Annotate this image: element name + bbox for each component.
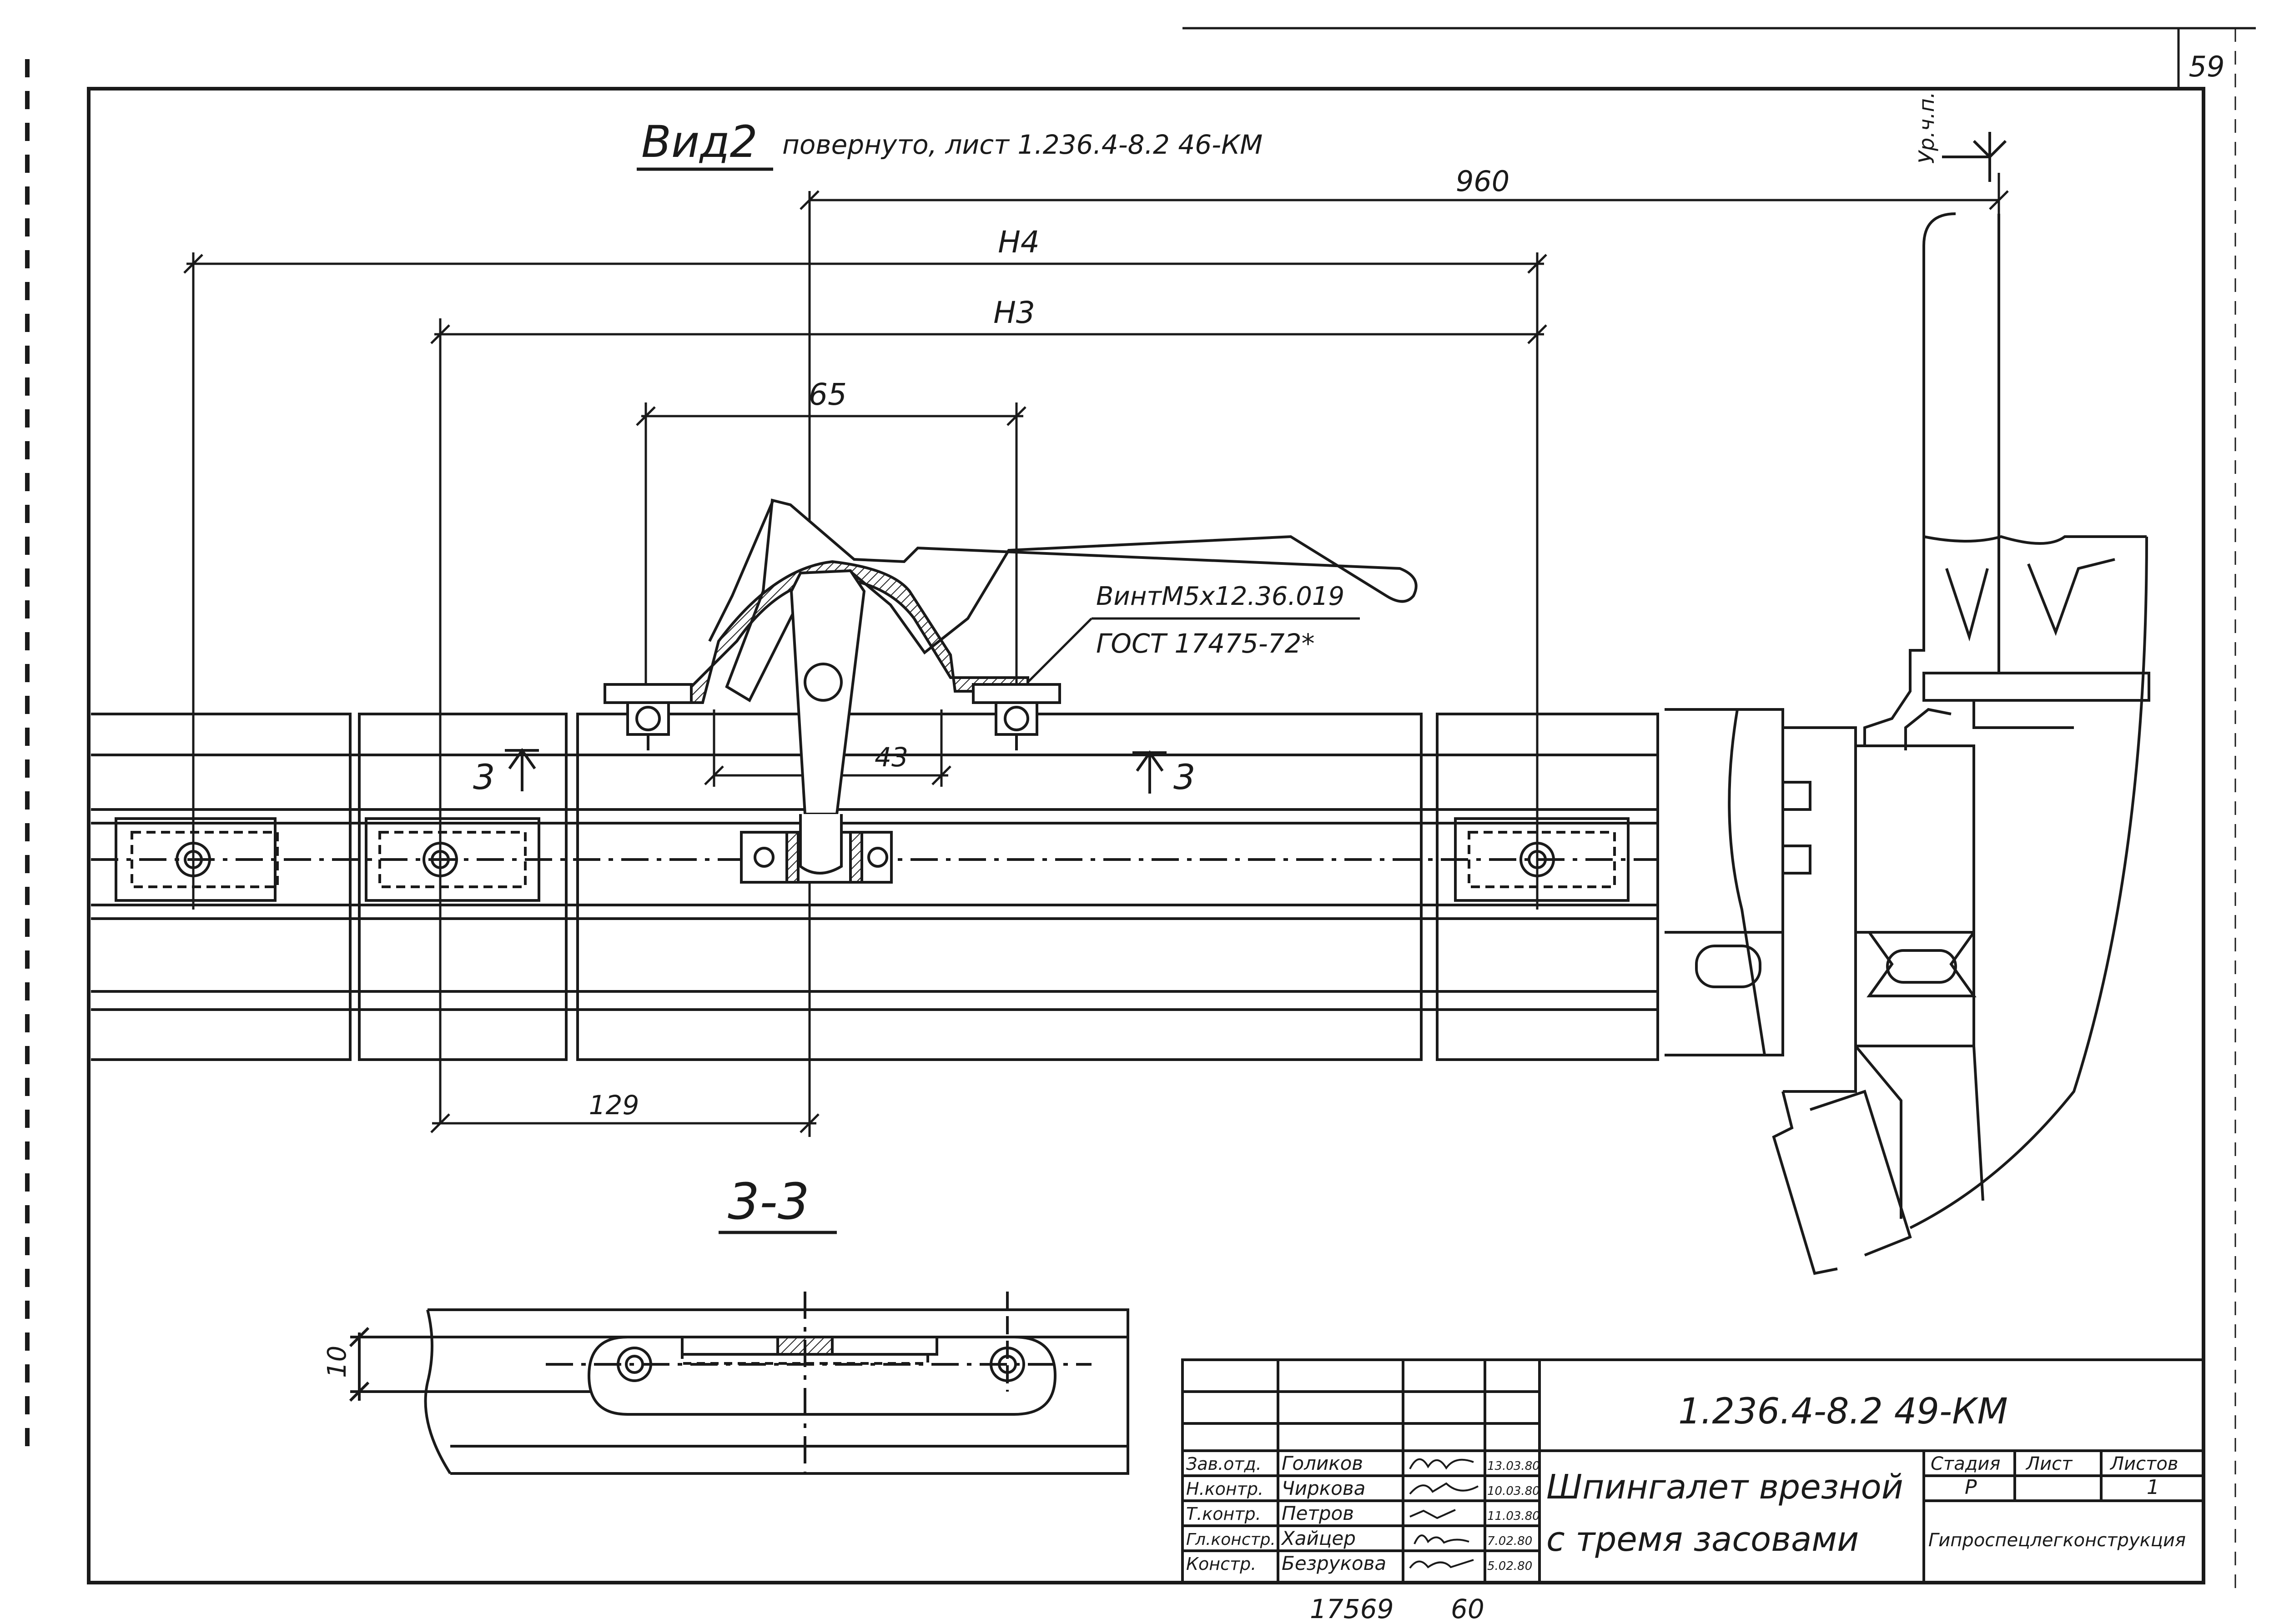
dim-h4: Н4 (998, 225, 1040, 260)
signature-rows: Зав.отд. Голиков 13.03.80 Н.контр. Чирко… (1186, 1452, 1540, 1574)
signatures (1409, 1458, 1479, 1569)
screw-left (604, 683, 693, 750)
row-role: Зав.отд. (1186, 1454, 1262, 1474)
dim-h3: Н3 (993, 295, 1035, 330)
sheets-value: 1 (2147, 1476, 2159, 1499)
level-mark-label: Ур.ч.п. (1914, 92, 1939, 164)
bolt-slot-left (115, 817, 279, 902)
row-name: Чиркова (1282, 1477, 1365, 1499)
organization-name: Гипроспецлегконструкция (1928, 1530, 2186, 1551)
title-block (1181, 1358, 2205, 1584)
inventory-number: 17569 (1310, 1594, 1394, 1624)
callout-line1: ВинтМ5х12.36.019 (1096, 582, 1344, 611)
row-date: 10.03.80 (1487, 1484, 1540, 1498)
drawing-code: 1.236.4-8.2 49-КМ (1678, 1391, 2008, 1432)
drawing-title-line1: Шпингалет врезной (1546, 1468, 1903, 1507)
row-date: 5.02.80 (1487, 1559, 1532, 1573)
section-3-3-drawing (349, 1292, 1129, 1475)
frame-profile (91, 713, 1659, 1061)
dim-10: 10 (322, 1346, 352, 1378)
sheets-header: Листов (2109, 1453, 2178, 1474)
row-name: Безрукова (1282, 1552, 1386, 1574)
dimension-lines (183, 173, 2009, 1137)
dim-43: 43 (875, 742, 908, 773)
sheet-number: 59 (2189, 50, 2225, 83)
row-name: Голиков (1282, 1452, 1363, 1474)
section-title: 3-3 (728, 1172, 810, 1231)
stage-header: Стадия (1931, 1453, 2000, 1474)
callout-line2: ГОСТ 17475-72* (1096, 628, 1315, 659)
dim-129: 129 (589, 1090, 639, 1121)
dim-960: 960 (1456, 165, 1509, 198)
row-role: Т.контр. (1186, 1504, 1261, 1524)
row-date: 11.03.80 (1487, 1509, 1540, 1523)
dim-65: 65 (809, 377, 847, 412)
row-date: 7.02.80 (1487, 1534, 1532, 1548)
screw-callout (1027, 617, 1360, 683)
row-date: 13.03.80 (1487, 1459, 1540, 1473)
level-mark (1942, 132, 2007, 182)
section-mark-left: 3 (473, 757, 495, 797)
row-name: Петров (1282, 1502, 1354, 1524)
bolt-slot-right (1454, 817, 1630, 902)
sheet-header: Лист (2025, 1453, 2073, 1474)
stage-value: Р (1965, 1476, 1977, 1499)
page-number: 60 (1451, 1594, 1484, 1624)
row-role: Гл.констр. (1186, 1530, 1276, 1549)
view-title-note: повернуто, лист 1.236.4-8.2 46-КМ (782, 129, 1263, 160)
row-name: Хайцер (1281, 1527, 1356, 1549)
row-role: Констр. (1186, 1554, 1256, 1574)
row-role: Н.контр. (1186, 1479, 1263, 1499)
view-title-label: Вид2 (641, 116, 758, 167)
sheet-frame (25, 27, 2256, 1592)
section-mark-right: 3 (1173, 757, 1195, 797)
window-frame-section (1665, 212, 2150, 1275)
section-arrows (505, 748, 1167, 794)
screw-right (972, 683, 1061, 750)
drawing-title-line2: с тремя засовами (1546, 1520, 1859, 1559)
bolt-slot-mid (365, 817, 540, 902)
